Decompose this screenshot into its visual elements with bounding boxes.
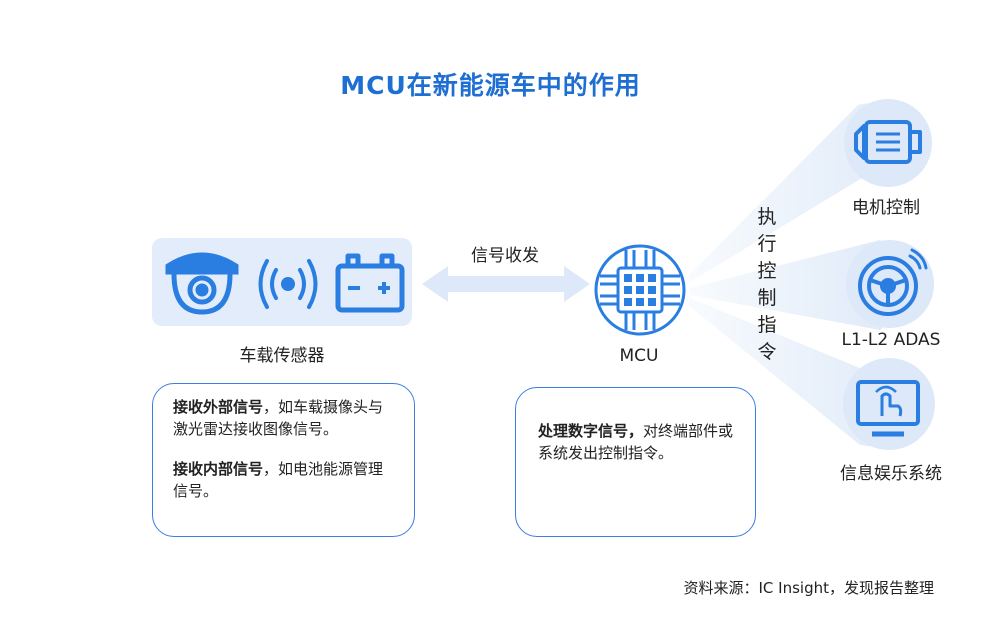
- sensor-description-box: 接收外部信号，如车载摄像头与激光雷达接收图像信号。 接收内部信号，如电池能源管理…: [152, 383, 415, 537]
- exec-label-char: 控: [757, 260, 777, 282]
- touchscreen-icon: [856, 380, 920, 437]
- digital-signal-text: 对终端部件或系统发出控制指令。: [538, 422, 734, 462]
- internal-signal-text: ，如电池能源管理信号。: [173, 460, 384, 500]
- double-arrow: [422, 266, 590, 302]
- output-label-infotainment: 信息娱乐系统: [840, 464, 942, 484]
- output-label-adas: L1-L2 ADAS: [841, 330, 941, 350]
- exec-label-char: 行: [757, 233, 777, 255]
- motor-icon: [854, 120, 922, 164]
- sensor-label: 车载传感器: [239, 346, 325, 366]
- output-label-motor: 电机控制: [852, 198, 920, 218]
- source-note: 资料来源：IC Insight，发现报告整理: [683, 579, 935, 597]
- chip-icon: [594, 244, 686, 336]
- internal-signal-heading: 接收内部信号: [173, 460, 264, 478]
- signal-label: 信号收发: [471, 246, 539, 266]
- exec-label-char: 执: [757, 206, 777, 228]
- wireless-signal-icon: [258, 259, 318, 309]
- camera-icon: [165, 252, 239, 315]
- battery-icon: [335, 253, 405, 313]
- exec-label-char: 令: [757, 341, 777, 363]
- mcu-label: MCU: [619, 346, 659, 366]
- mcu-description: 处理数字信号，对终端部件或系统发出控制指令。: [538, 420, 739, 464]
- external-signal-text: ，如车载摄像头与激光雷达接收图像信号。: [173, 398, 384, 438]
- steering-wheel-icon: [858, 248, 928, 316]
- mcu-description-box: 处理数字信号，对终端部件或系统发出控制指令。: [515, 387, 756, 537]
- sensor-description-external: 接收外部信号，如车载摄像头与激光雷达接收图像信号。: [173, 396, 394, 440]
- page-title: MCU在新能源车中的作用: [340, 71, 641, 100]
- external-signal-heading: 接收外部信号: [173, 398, 264, 416]
- digital-signal-heading: 处理数字信号，: [538, 422, 644, 440]
- sensor-description-internal: 接收内部信号，如电池能源管理信号。: [173, 458, 394, 502]
- exec-label-char: 指: [757, 314, 777, 336]
- exec-label-char: 制: [757, 287, 777, 309]
- sensor-icons: [165, 252, 405, 315]
